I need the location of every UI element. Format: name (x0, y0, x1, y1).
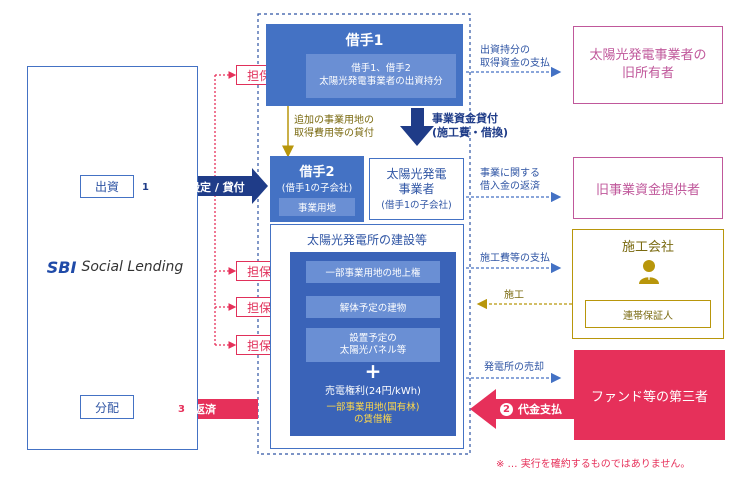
former-owner-box: 太陽光発電事業者の 旧所有者 (573, 26, 723, 104)
business-land-box: 事業用地 (279, 198, 355, 216)
third-party-box: ファンド等の第三者 (574, 350, 725, 440)
land-lease: 一部事業用地(国有林) の賃借権 (326, 401, 420, 425)
borrower2-sub: (借手1の子会社) (281, 183, 353, 194)
step3-label: 3 返済 (175, 401, 216, 417)
plus-sign: + (364, 359, 382, 383)
sbi-name: Social Lending (81, 259, 184, 275)
borrower2-title: 借手2 (299, 165, 335, 180)
business-loan-label: 事業資金貸付 (施工費・借換) (432, 112, 509, 140)
construction-pay-label: 施工費等の支払 (480, 253, 550, 264)
plant-sale-label: 発電所の売却 (484, 362, 544, 373)
former-lender-box: 旧事業資金提供者 (573, 157, 723, 219)
power-right: 売電権利(24円/kWh) (325, 385, 421, 397)
borrower1-box: 借手1 借手1、借手2 太陽光発電事業者の出資持分 (266, 24, 463, 106)
solar-operator-box: 太陽光発電 事業者 (借手1の子会社) (369, 158, 464, 220)
guarantor-box: 連帯保証人 (585, 300, 711, 328)
repay-lender-label: 事業に関する 借入金の返済 (480, 168, 540, 192)
borrower2-box: 借手2 (借手1の子会社) 事業用地 (270, 156, 364, 222)
step1-badge: 1 (139, 180, 152, 194)
solar-operator-title: 太陽光発電 事業者 (386, 167, 447, 196)
sbi-logo: SBI Social Lending (35, 255, 195, 279)
group-boundary (257, 13, 471, 455)
step2-arrow (470, 389, 574, 429)
borrower1-holdings: 借手1、借手2 太陽光発電事業者の出資持分 (306, 54, 456, 98)
contractor-box: 施工会社 連帯保証人 (572, 229, 724, 339)
construction-title: 太陽光発電所の建設等 (306, 233, 427, 247)
borrower1-title: 借手1 (345, 33, 384, 49)
construction-item-1: 一部事業用地の地上権 (306, 261, 440, 283)
step2-label: 2 代金支払 (500, 401, 562, 417)
person-icon (639, 260, 659, 284)
distribution-box: 分配 (80, 395, 134, 419)
construct-label: 施工 (504, 290, 524, 301)
step1-label: 1 担保権設定 / 貸付 (139, 179, 245, 195)
additional-loan-label: 追加の事業用地の 取得費用等の貸付 (294, 115, 374, 139)
sbi-mark: SBI (46, 257, 77, 277)
payment-former-label: 出資持分の 取得資金の支払 (480, 45, 550, 69)
invest-box: 出資 (80, 175, 134, 198)
disclaimer-note: ※ … 実行を確約するものではありません。 (496, 459, 691, 470)
step3-badge: 3 (175, 402, 188, 416)
construction-item-2: 解体予定の建物 (306, 296, 440, 318)
sbi-panel (27, 66, 198, 450)
solar-operator-sub: (借手1の子会社) (381, 200, 452, 211)
construction-item-3: 設置予定の 太陽光パネル等 (306, 328, 440, 362)
contractor-title: 施工会社 (621, 240, 674, 255)
step2-badge: 2 (500, 402, 513, 416)
business-loan-arrow (400, 108, 434, 146)
